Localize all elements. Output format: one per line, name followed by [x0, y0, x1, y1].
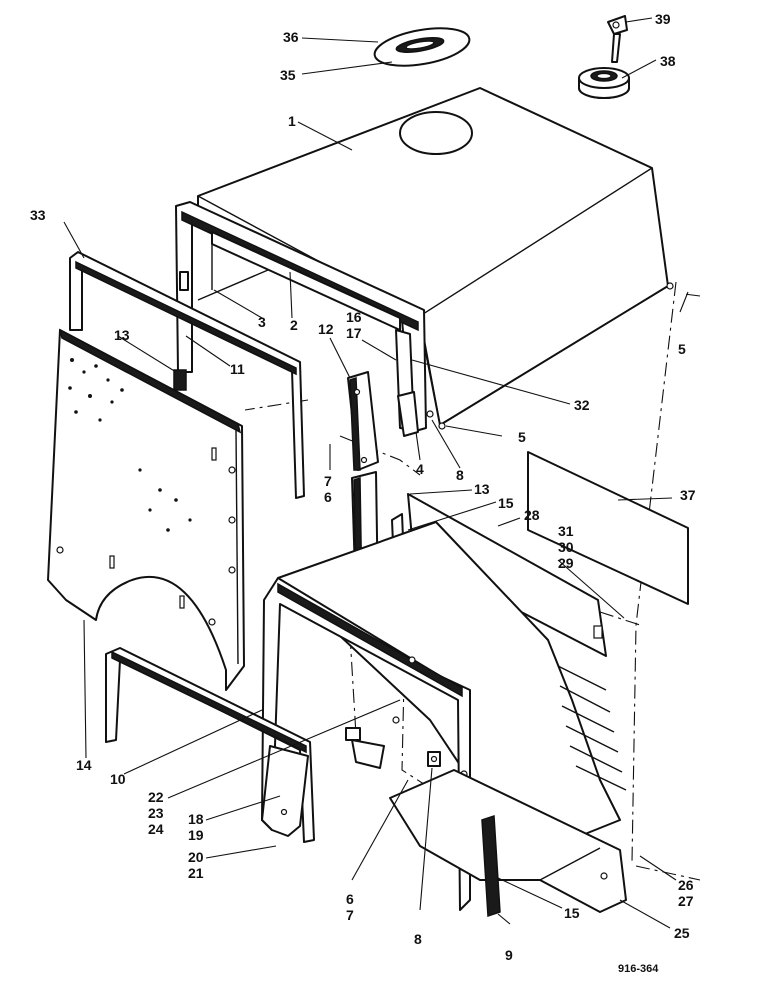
label-13b: 13 [474, 481, 490, 497]
label-21: 21 [188, 865, 204, 881]
label-9: 9 [505, 947, 513, 963]
label-23: 23 [148, 805, 164, 821]
label-13a: 13 [114, 327, 130, 343]
label-5b: 5 [518, 429, 526, 445]
fuel-cap [578, 67, 630, 99]
support-bracket [397, 391, 446, 437]
ignition-key [607, 15, 628, 63]
label-8b: 8 [414, 931, 422, 947]
label-16: 16 [346, 309, 362, 325]
label-29: 29 [558, 555, 574, 571]
label-38: 38 [660, 53, 676, 69]
label-26: 26 [678, 877, 694, 893]
label-15b: 15 [564, 905, 580, 921]
leader-lines [63, 17, 689, 929]
label-28: 28 [524, 507, 540, 523]
label-6b: 6 [346, 891, 354, 907]
label-12: 12 [318, 321, 334, 337]
figure-reference: 916-364 [618, 963, 659, 975]
label-6a: 6 [324, 489, 332, 505]
label-3: 3 [258, 314, 266, 330]
bracket-left [173, 369, 187, 391]
label-20: 20 [188, 849, 204, 865]
label-36: 36 [283, 29, 299, 45]
label-15a: 15 [498, 495, 514, 511]
label-22: 22 [148, 789, 164, 805]
floor-tray [389, 769, 627, 913]
gaiter-ring [373, 27, 471, 67]
label-7b: 7 [346, 907, 354, 923]
label-7a: 7 [324, 473, 332, 489]
callout-labels: 36 35 39 38 1 33 3 2 13 11 12 16 17 32 5… [30, 11, 696, 975]
label-18: 18 [188, 811, 204, 827]
label-10: 10 [110, 771, 126, 787]
label-24: 24 [148, 821, 164, 837]
rear-body [261, 521, 627, 911]
label-27: 27 [678, 893, 694, 909]
label-25: 25 [674, 925, 690, 941]
left-side-panel [47, 328, 245, 691]
label-1: 1 [288, 113, 296, 129]
label-35: 35 [280, 67, 296, 83]
label-17: 17 [346, 325, 362, 341]
label-4: 4 [416, 461, 424, 477]
perforation-pattern [68, 358, 192, 532]
label-32: 32 [574, 397, 590, 413]
construction-lines [244, 281, 701, 881]
label-11: 11 [230, 361, 245, 377]
label-39: 39 [655, 11, 671, 27]
label-8a: 8 [456, 467, 464, 483]
label-31: 31 [558, 523, 574, 539]
label-30: 30 [558, 539, 574, 555]
label-19: 19 [188, 827, 204, 843]
floor-panel [261, 745, 309, 837]
channel-strip-lower [481, 814, 501, 918]
label-5a: 5 [678, 341, 686, 357]
decal-plate [527, 451, 689, 605]
side-screen-frame [69, 251, 305, 499]
label-2: 2 [290, 317, 298, 333]
label-14: 14 [76, 757, 92, 773]
label-33: 33 [30, 207, 46, 223]
mount-brackets [345, 727, 441, 769]
grille-slats [557, 665, 627, 791]
bonnet-frame [175, 201, 427, 433]
label-37: 37 [680, 487, 696, 503]
